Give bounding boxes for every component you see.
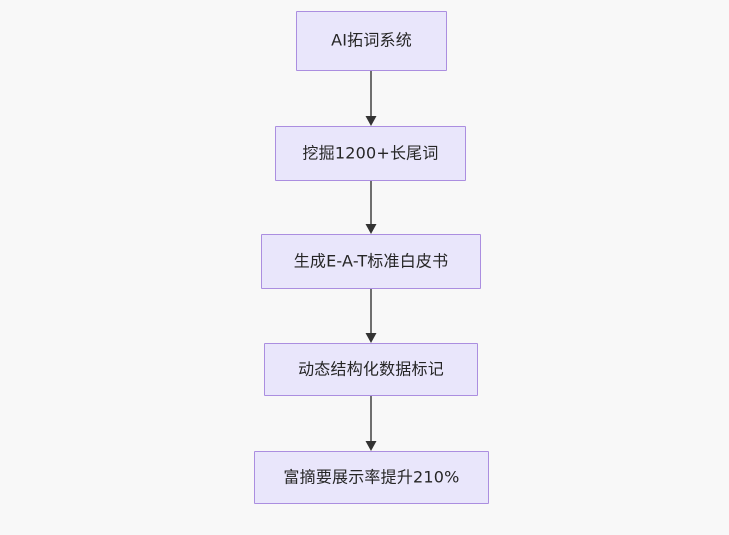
- edge-arrowhead-icon: [365, 116, 377, 126]
- edge-arrowhead-icon: [365, 333, 377, 343]
- edge-arrowhead-icon: [365, 224, 377, 234]
- flowchart-node-label: AI拓词系统: [331, 30, 412, 50]
- flowchart-node-n1[interactable]: AI拓词系统: [296, 11, 447, 71]
- flowchart-node-n2[interactable]: 挖掘1200+长尾词: [275, 126, 466, 181]
- flowchart-edge-e1: [365, 71, 377, 126]
- edge-arrowhead-icon: [365, 441, 377, 451]
- flowchart-edge-e2: [365, 181, 377, 234]
- flowchart-node-label: 富摘要展示率提升210%: [283, 467, 460, 486]
- flowchart-node-label: 生成E-A-T标准白皮书: [293, 251, 449, 270]
- flowchart-node-label: 挖掘1200+长尾词: [302, 143, 439, 162]
- flowchart-node-n4[interactable]: 动态结构化数据标记: [264, 343, 478, 396]
- flowchart-edge-e4: [365, 396, 377, 451]
- flowchart-node-label: 动态结构化数据标记: [298, 359, 444, 378]
- flowchart-edge-e3: [365, 289, 377, 343]
- flowchart-node-n3[interactable]: 生成E-A-T标准白皮书: [261, 234, 481, 289]
- flowchart-node-n5[interactable]: 富摘要展示率提升210%: [254, 451, 489, 504]
